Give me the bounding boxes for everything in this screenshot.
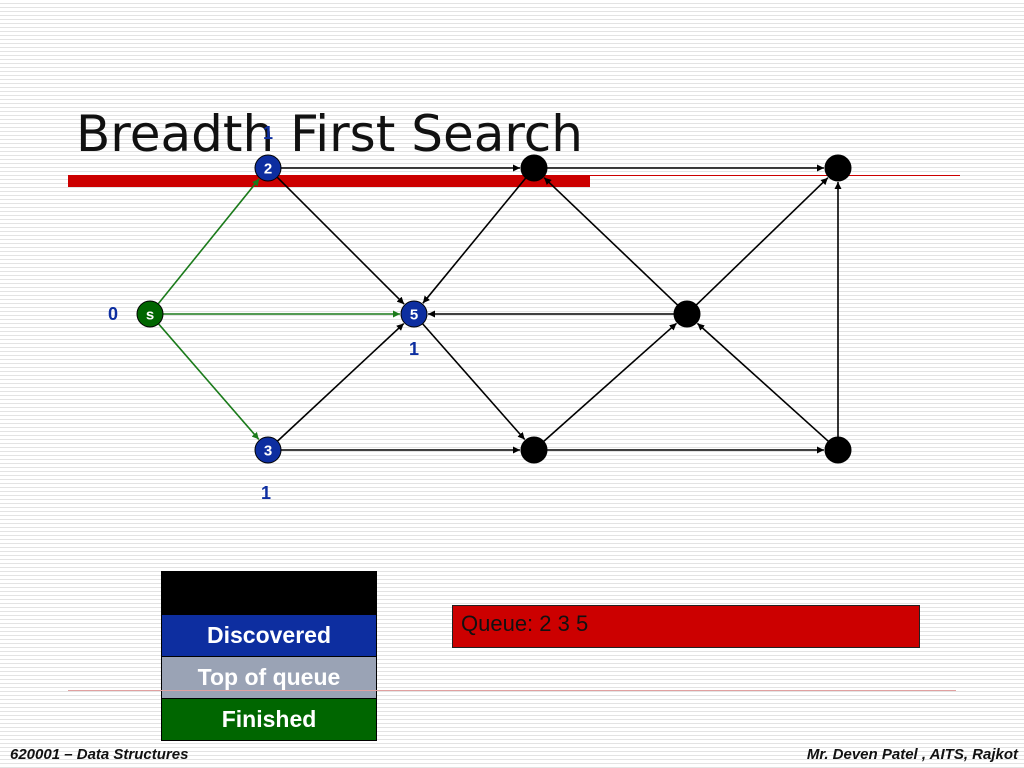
graph-edge-e-c — [696, 322, 829, 442]
graph-node-d — [520, 436, 548, 464]
legend-top-of-queue: Top of queue — [162, 656, 376, 698]
legend-finished: Finished — [162, 698, 376, 740]
node-label-2: 2 — [264, 161, 272, 178]
node-circle-3 — [254, 436, 282, 464]
legend-undiscovered — [162, 572, 376, 614]
distance-label-5: 1 — [409, 339, 419, 359]
graph-edge-3-5 — [276, 322, 405, 442]
footer-rule — [68, 690, 956, 691]
node-circle-5 — [400, 300, 428, 328]
node-label-5: 5 — [410, 307, 418, 324]
graph-node-c — [673, 300, 701, 328]
graph-node-2: 2 — [254, 154, 282, 182]
graph-edge-c-b — [695, 177, 829, 306]
graph-edge-a-5 — [422, 177, 527, 304]
distance-label-3: 1 — [261, 483, 271, 503]
distance-label-s: 0 — [108, 304, 118, 324]
tree-edge-s-3 — [157, 323, 260, 440]
graph-edge-c-a — [543, 177, 679, 306]
footer-course: 620001 – Data Structures — [10, 746, 189, 763]
node-circle-s — [136, 300, 164, 328]
title-underline-rule — [590, 175, 960, 176]
node-circle-d — [520, 436, 548, 464]
graph-node-a — [520, 154, 548, 182]
color-legend: Discovered Top of queue Finished — [161, 571, 377, 741]
graph-node-3: 3 — [254, 436, 282, 464]
footer-author: Mr. Deven Patel , AITS, Rajkot — [806, 746, 1018, 763]
legend-discovered: Discovered — [162, 614, 376, 656]
distance-label-2: 1 — [263, 123, 273, 143]
slide-title: Breadth First Search — [76, 105, 583, 163]
graph-node-5: 5 — [400, 300, 428, 328]
node-circle-c — [673, 300, 701, 328]
node-circle-e — [824, 436, 852, 464]
node-label-s: s — [146, 307, 154, 324]
node-circle-a — [520, 154, 548, 182]
title-underline-bar — [68, 175, 590, 187]
node-label-3: 3 — [264, 443, 272, 460]
graph-edge-2-5 — [276, 176, 405, 305]
graph-node-s: s — [136, 300, 164, 328]
node-circle-b — [824, 154, 852, 182]
graph-node-b — [824, 154, 852, 182]
graph-edge-d-c — [543, 322, 678, 442]
tree-edge-s-2 — [157, 178, 260, 305]
graph-edge-5-d — [422, 323, 526, 441]
graph-node-e — [824, 436, 852, 464]
node-circle-2 — [254, 154, 282, 182]
queue-box: Queue: 2 3 5 — [452, 605, 920, 648]
